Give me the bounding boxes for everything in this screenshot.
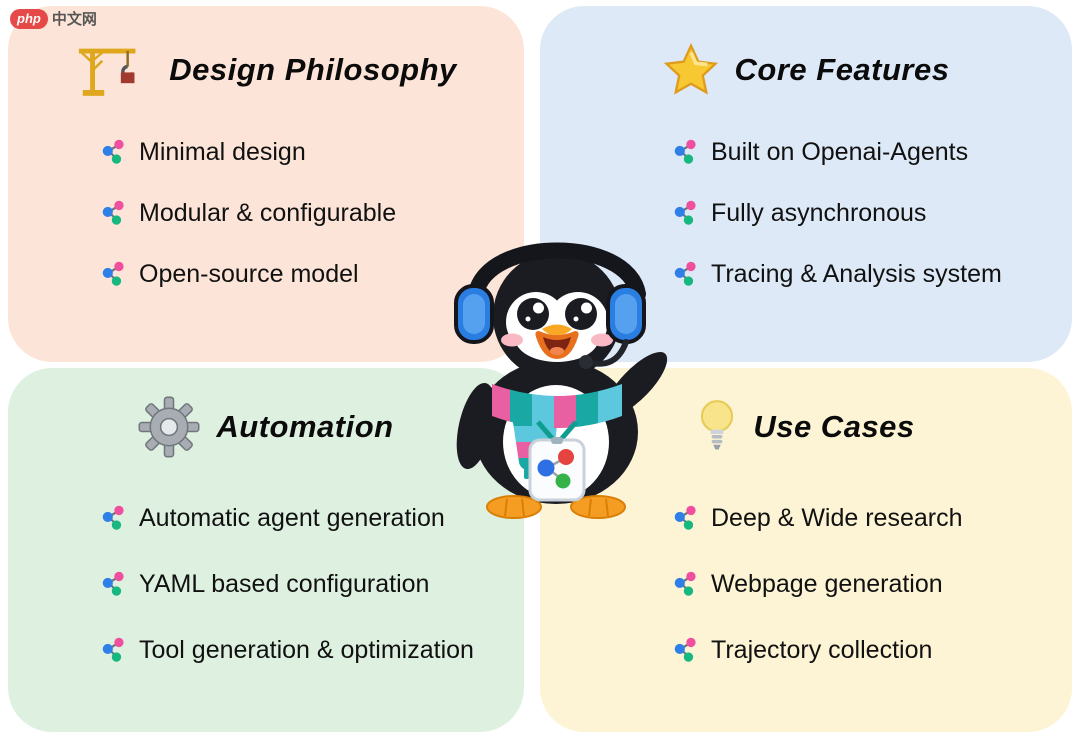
item-label: Open-source model <box>139 260 359 288</box>
item-label: Tool generation & optimization <box>139 636 474 664</box>
watermark-text: 中文网 <box>51 11 97 28</box>
item-label: Minimal design <box>139 138 306 166</box>
lightbulb-icon <box>697 398 737 456</box>
item-label: Modular & configurable <box>139 199 397 227</box>
list-item: Webpage generation <box>672 568 1072 600</box>
list-item: Modular & configurable <box>100 197 524 229</box>
list-item: Tool generation & optimization <box>100 634 524 666</box>
list-item: Automatic agent generation <box>100 502 524 534</box>
panel-title: Automation <box>216 409 394 444</box>
panel-header: Design Philosophy <box>8 40 524 100</box>
panel-title: Use Cases <box>753 409 915 444</box>
molecule-logo-icon <box>101 261 125 287</box>
list-item: Trajectory collection <box>672 634 1072 666</box>
watermark: php 中文网 <box>10 8 97 29</box>
molecule-logo-icon <box>101 637 125 663</box>
list-item: Built on Openai-Agents <box>672 136 1072 168</box>
panel-title: Core Features <box>734 52 950 87</box>
list-item: YAML based configuration <box>100 568 524 600</box>
panel-title: Design Philosophy <box>169 52 457 87</box>
molecule-logo-icon <box>101 505 125 531</box>
molecule-logo-icon <box>673 637 697 663</box>
item-label: Tracing & Analysis system <box>711 260 1002 288</box>
list-item: Tracing & Analysis system <box>672 258 1072 290</box>
molecule-logo-icon <box>673 571 697 597</box>
item-label: Webpage generation <box>711 570 943 598</box>
item-label: Automatic agent generation <box>139 504 445 532</box>
list-item: Minimal design <box>100 136 524 168</box>
panel-header: Core Features <box>540 40 1072 100</box>
item-label: Fully asynchronous <box>711 199 927 227</box>
list-item: Open-source model <box>100 258 524 290</box>
molecule-logo-icon <box>673 261 697 287</box>
item-label: Trajectory collection <box>711 636 933 664</box>
penguin-mascot-illustration <box>454 242 668 519</box>
feature-list: Deep & Wide research Webpage generation … <box>540 502 1072 666</box>
item-label: Deep & Wide research <box>711 504 963 532</box>
molecule-logo-icon <box>101 200 125 226</box>
panel-header: Use Cases <box>540 396 1072 458</box>
molecule-logo-icon <box>673 505 697 531</box>
automation-panel: Automation Automatic agent generation YA… <box>8 368 524 732</box>
feature-list: Built on Openai-Agents Fully asynchronou… <box>540 136 1072 290</box>
gear-icon <box>138 396 200 458</box>
molecule-logo-icon <box>101 139 125 165</box>
list-item: Deep & Wide research <box>672 502 1072 534</box>
item-label: Built on Openai-Agents <box>711 138 969 166</box>
penguin-mascot <box>430 228 670 520</box>
panel-header: Automation <box>8 396 524 458</box>
star-icon <box>663 42 719 98</box>
design-philosophy-panel: Design Philosophy Minimal design Modular… <box>8 6 524 362</box>
molecule-logo-icon <box>673 200 697 226</box>
list-item: Fully asynchronous <box>672 197 1072 229</box>
php-logo: php <box>10 8 48 29</box>
molecule-logo-icon <box>673 139 697 165</box>
item-label: YAML based configuration <box>139 570 430 598</box>
feature-list: Minimal design Modular & configurable Op… <box>8 136 524 290</box>
molecule-logo-icon <box>101 571 125 597</box>
feature-list: Automatic agent generation YAML based co… <box>8 502 524 666</box>
crane-icon <box>75 43 153 98</box>
